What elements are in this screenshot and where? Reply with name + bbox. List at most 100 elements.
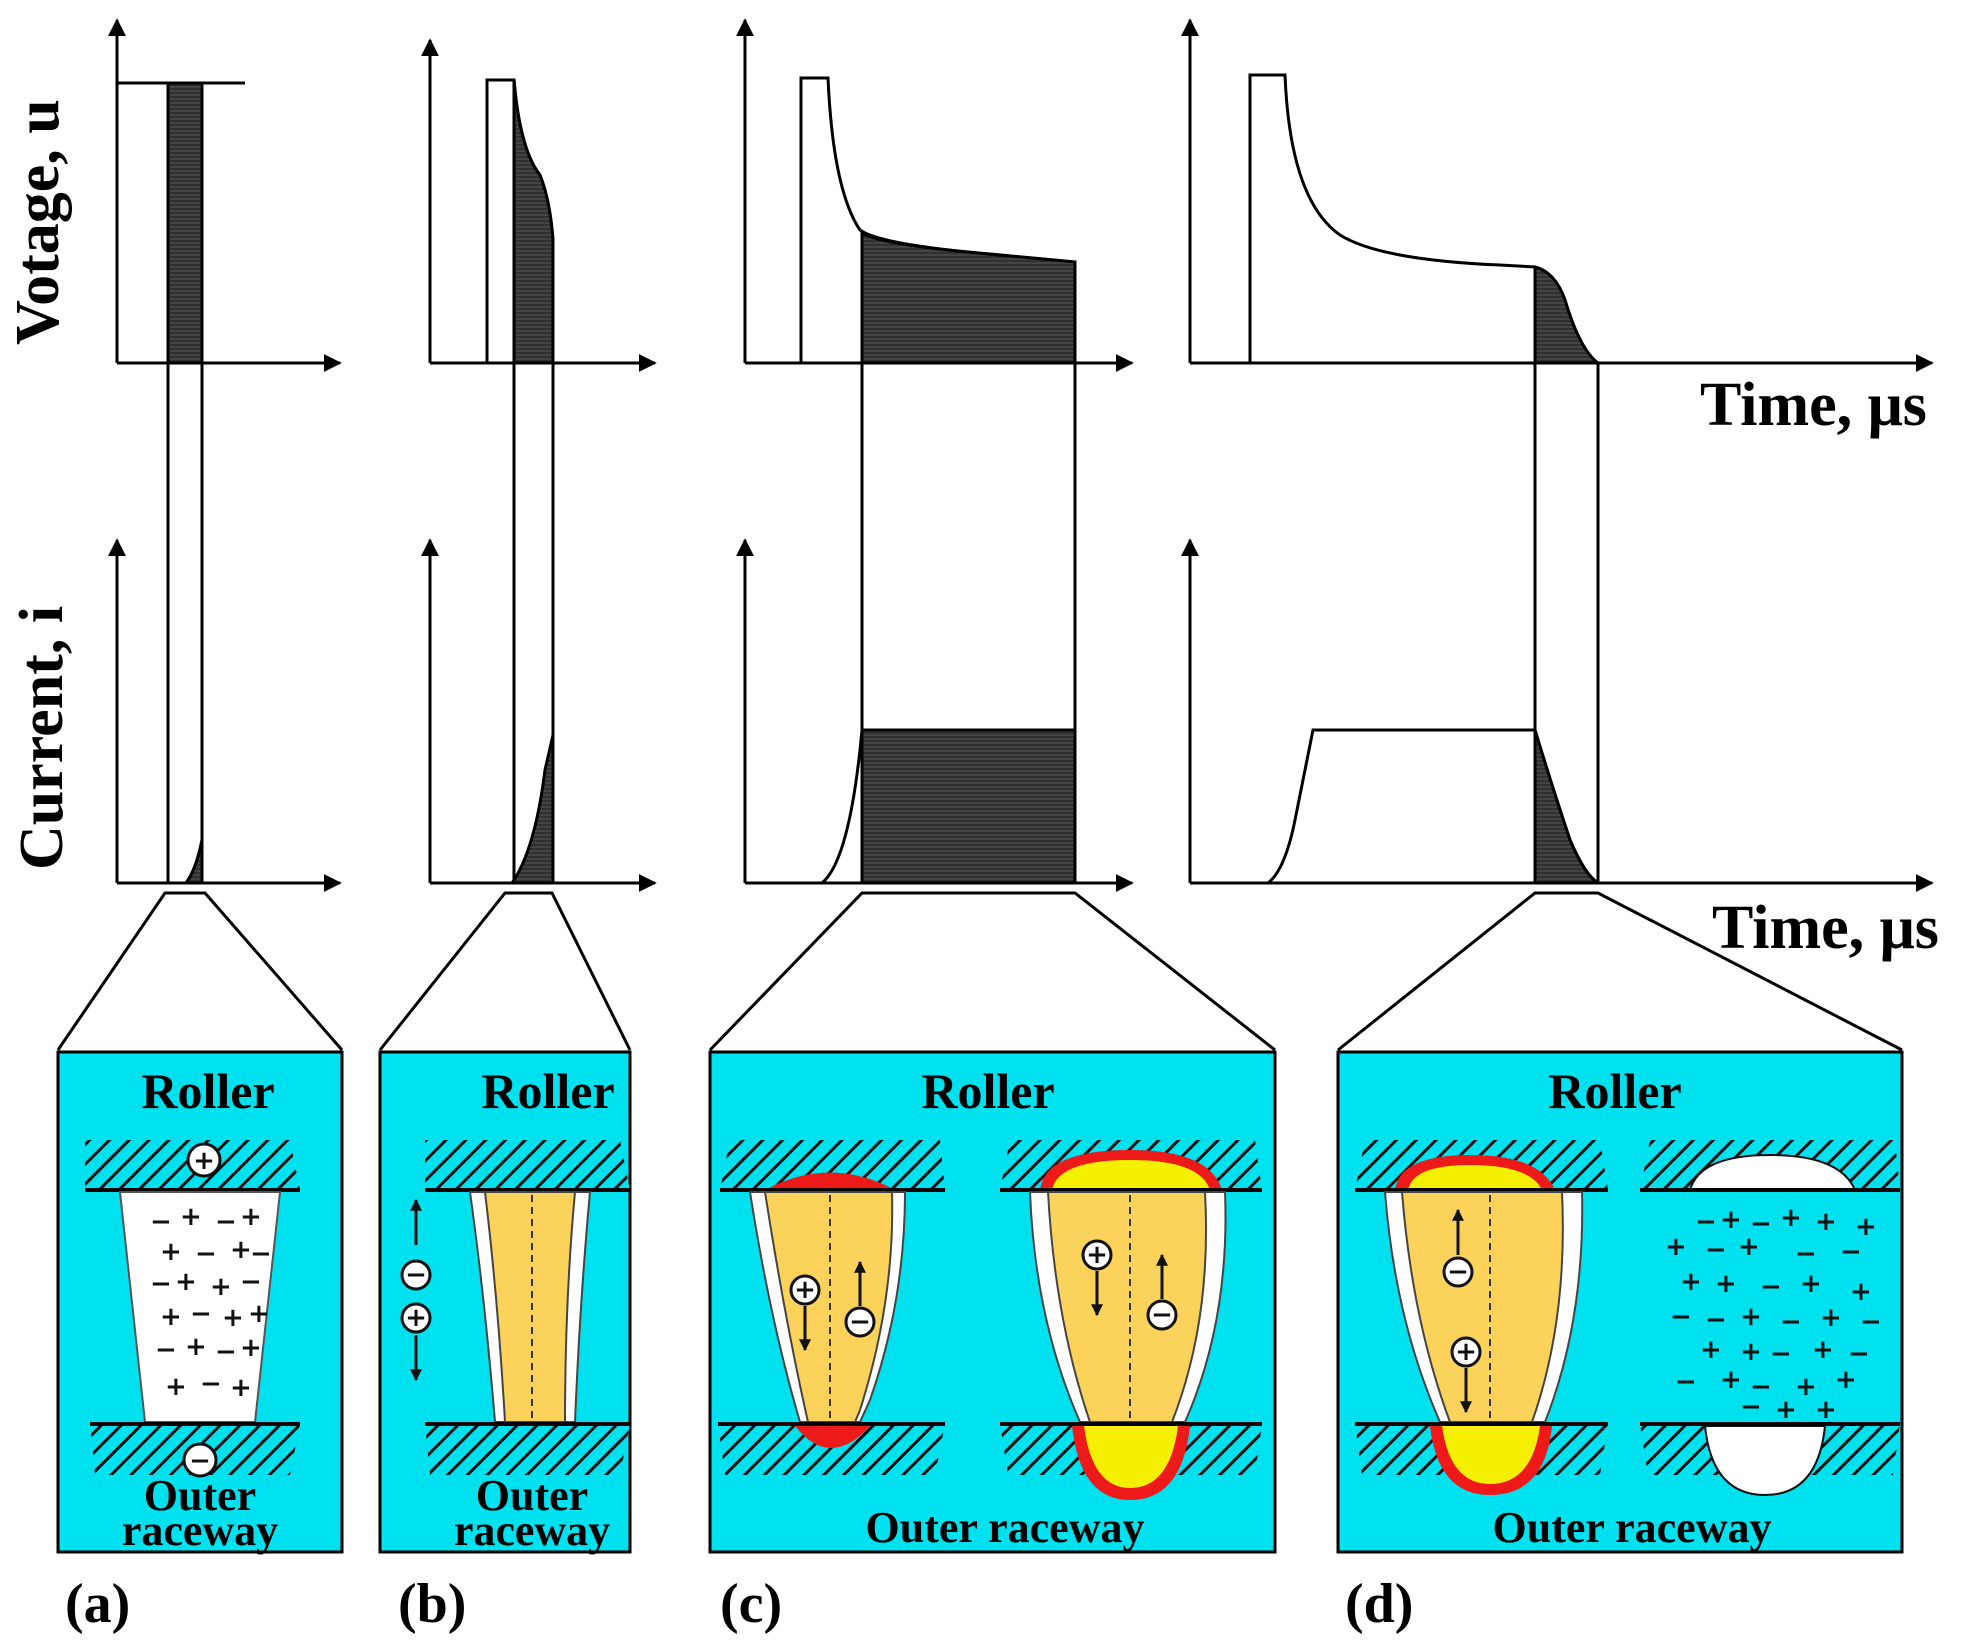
hot-spot-c-left-top [765,1172,895,1190]
svg-text:+: + [1855,1212,1877,1242]
negative-charge-c-right [1146,1299,1178,1331]
zoom-connector-b [378,891,632,1051]
zoom-connector-a [56,891,344,1051]
svg-text:+: + [1715,1269,1737,1299]
svg-text:+: + [1812,1335,1834,1365]
svg-text:+: + [1850,1277,1872,1307]
svg-text:−: − [190,1299,212,1329]
svg-text:−: − [150,1207,172,1237]
svg-text:−: − [1705,1235,1727,1265]
raceway-surface-b [425,1424,630,1475]
svg-text:−: − [1770,1339,1792,1369]
voltage-shade-d [1533,265,1603,365]
svg-text:+: + [185,1332,207,1362]
negative-sign-a: − [189,1446,211,1476]
svg-text:+: + [248,1299,270,1329]
roller-label-c: Roller [921,1063,1054,1119]
panel-label-a: (a) [65,1573,130,1635]
current-axis-label: Current, i [8,606,76,870]
svg-text:+: + [1815,1395,1837,1425]
negative-charge-b [400,1259,432,1291]
svg-text:−: − [1695,1207,1717,1237]
svg-text:−: − [1750,1209,1772,1239]
svg-text:+: + [175,1267,197,1297]
svg-text:−: − [215,1207,237,1237]
svg-text:+: + [180,1202,202,1232]
scene-c: Roller + − + − Outer r [708,1050,1277,1635]
ion-cloud-d: −+−+++ +−+−− ++−++ −−+−+− ++−+− −+−++ −+… [1665,1203,1882,1425]
positive-charge-a [186,1142,222,1178]
svg-text:+: + [1820,1303,1842,1333]
roller-surface-c-left [720,1140,945,1190]
molten-zone-d-left-top [1408,1165,1542,1190]
voltage-shade-c [860,230,1077,365]
positive-sign-c-right: + [1086,1240,1108,1270]
current-curve-a [184,839,204,884]
svg-text:−: − [215,1337,237,1367]
roller-surface-b [425,1140,630,1190]
svg-text:+: + [1700,1335,1722,1365]
ion-cloud-a: −+−+ +−+− −++− +−++ −+−+ +−+ [150,1202,272,1403]
svg-text:−: − [1848,1339,1870,1369]
current-shade-b [509,734,555,885]
raceway-label-b-line1: Outer [476,1471,588,1520]
positive-sign-d-left: + [1455,1337,1477,1367]
current-rise-c [820,729,864,885]
svg-text:+: + [240,1333,262,1363]
svg-text:−: − [1675,1367,1697,1397]
negative-charge-c-left [844,1306,876,1338]
negative-charge-d-left [1442,1256,1474,1288]
molten-zone-c-right-bottom [1084,1426,1178,1488]
positive-sign-b: + [405,1303,427,1333]
negative-sign-b: − [405,1260,427,1290]
current-shade-c [860,728,1077,885]
hot-spot-c-left-bottom-fill [795,1426,870,1448]
svg-text:−: − [250,1239,272,1269]
svg-text:+: + [1665,1232,1687,1262]
svg-text:+: + [230,1235,252,1265]
voltage-axis-label: Votage, u [4,99,72,345]
svg-text:+: + [160,1237,182,1267]
negative-sign-d-left: − [1447,1257,1469,1287]
svg-text:+: + [1740,1337,1762,1367]
roller-label-a: Roller [141,1063,274,1119]
svg-text:−: − [1750,1372,1772,1402]
svg-text:−: − [1740,1392,1762,1422]
svg-text:−: − [1705,1305,1727,1335]
svg-text:+: + [240,1202,262,1232]
svg-text:+: + [165,1372,187,1402]
scene-b: Roller − + Outer raceway (b) [378,1050,632,1635]
time-axis-label-bottom: Time, μs [1712,894,1939,962]
molten-zone-c-right-top [1052,1160,1210,1190]
waveform-d [1181,18,1934,892]
svg-text:+: + [1738,1232,1760,1262]
positive-charge-b [400,1302,432,1334]
svg-text:−: − [1840,1237,1862,1267]
positive-charge-c-right [1081,1239,1113,1271]
svg-text:+: + [210,1272,232,1302]
svg-text:−: − [1780,1307,1802,1337]
svg-text:+: + [230,1373,252,1403]
raceway-label-c: Outer raceway [866,1503,1145,1552]
raceway-surface-c-left [718,1424,945,1475]
svg-text:+: + [1775,1395,1797,1425]
svg-text:+: + [222,1303,244,1333]
scene-a: Roller + −+−+ +−+− −++− +−++ −+−+ +−+ − … [56,1050,344,1635]
raceway-label-a-line1: Outer [144,1471,256,1520]
raceway-label-b-line2: raceway [454,1506,610,1555]
svg-text:−: − [240,1267,262,1297]
svg-text:−: − [155,1335,177,1365]
roller-label-d: Roller [1548,1063,1681,1119]
svg-text:+: + [1815,1207,1837,1237]
crater-d-right-top [1688,1153,1857,1191]
voltage-shade-b [512,79,555,365]
svg-text:−: − [1795,1239,1817,1269]
voltage-shade-a [166,81,204,365]
crater-d-right-bottom [1703,1425,1827,1497]
svg-text:+: + [1835,1365,1857,1395]
time-axis-label-top: Time, μs [1700,371,1927,439]
svg-text:−: − [1670,1302,1692,1332]
waveform-a [108,18,342,892]
current-shade-d [1533,729,1604,885]
